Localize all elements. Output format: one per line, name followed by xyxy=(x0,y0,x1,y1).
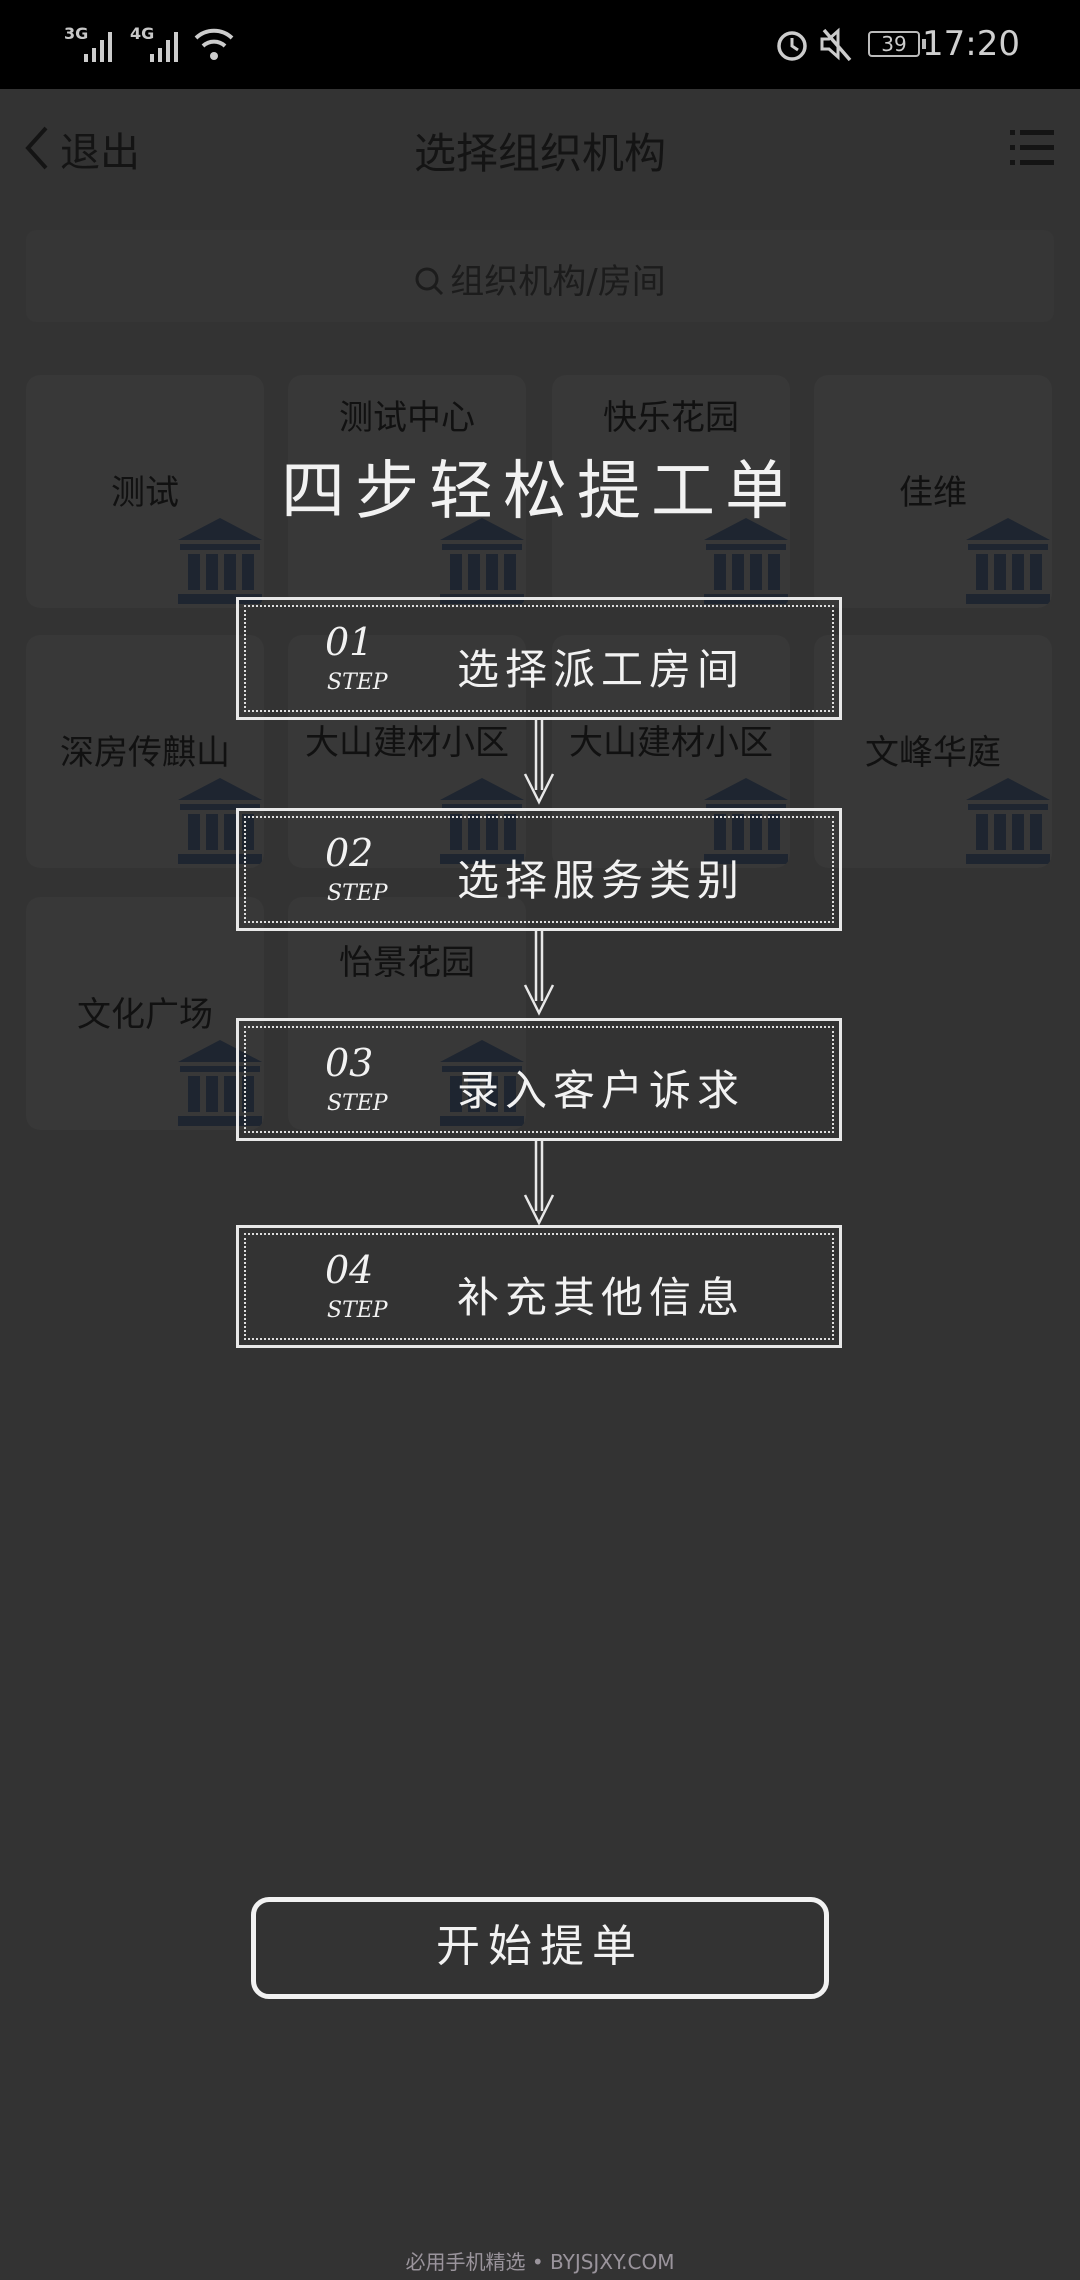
battery-indicator: 39 xyxy=(868,31,926,57)
organization-card[interactable]: 测试 xyxy=(26,375,264,608)
mute-icon xyxy=(820,27,852,62)
arrow-down-icon xyxy=(523,931,555,1016)
organization-name: 测试中心 xyxy=(339,398,475,438)
back-label: 退出 xyxy=(60,130,140,176)
chevron-left-icon xyxy=(25,126,48,170)
organization-card[interactable]: 深房传麒山 xyxy=(26,635,264,868)
signal-3g-label: 3G xyxy=(64,24,89,43)
organization-name: 大山建材小区 xyxy=(569,723,773,763)
step-number: 04 xyxy=(325,1248,374,1292)
organization-name: 怡景花园 xyxy=(339,943,475,983)
organization-name: 快乐花园 xyxy=(603,398,739,438)
organization-card[interactable]: 怡景花园 xyxy=(288,897,526,1130)
signal-4g-label: 4G xyxy=(130,24,155,43)
step-word: STEP xyxy=(327,670,388,695)
organization-card[interactable]: 大山建材小区 xyxy=(552,635,790,868)
search-placeholder: 组织机构/房间 xyxy=(26,254,1054,303)
organization-card[interactable]: 佳维 xyxy=(814,375,1052,608)
bank-building-icon xyxy=(176,776,264,868)
start-order-button[interactable]: 开始提单 xyxy=(251,1897,829,1999)
bank-building-icon xyxy=(702,776,790,868)
search-icon xyxy=(415,267,444,296)
guide-title: 四步轻松提工单 xyxy=(281,455,799,529)
organization-name: 测试 xyxy=(111,473,179,513)
organization-name: 深房传麒山 xyxy=(60,733,230,773)
organization-card[interactable]: 大山建材小区 xyxy=(288,635,526,868)
arrow-down-icon xyxy=(523,1141,555,1226)
step-number: 03 xyxy=(325,1041,374,1085)
watermark-footer: 必用手机精选 • BYJSJXY.COM xyxy=(405,2250,675,2274)
step-text: 补充其他信息 xyxy=(457,1273,746,1322)
alarm-icon xyxy=(777,31,807,61)
step-word: STEP xyxy=(327,1091,388,1116)
organization-name: 文峰华庭 xyxy=(865,733,1001,773)
organization-card[interactable]: 文化广场 xyxy=(26,897,264,1130)
step-number: 01 xyxy=(325,620,374,664)
search-input[interactable]: 组织机构/房间 xyxy=(26,230,1054,322)
signal-icon xyxy=(84,32,112,62)
bank-building-icon xyxy=(964,516,1052,608)
menu-icon[interactable] xyxy=(1010,128,1054,168)
step-text: 选择服务类别 xyxy=(457,856,746,905)
status-bar: 3G 4G 39 17:20 xyxy=(0,0,1080,89)
step-text: 录入客户诉求 xyxy=(457,1066,746,1115)
bank-building-icon xyxy=(176,516,264,608)
wifi-icon xyxy=(194,28,234,60)
arrow-down-icon xyxy=(523,720,555,805)
organization-name: 大山建材小区 xyxy=(305,723,509,763)
page-title: 选择组织机构 xyxy=(413,129,666,178)
organization-name: 佳维 xyxy=(899,473,967,513)
clock: 17:20 xyxy=(922,24,1020,64)
bank-building-icon xyxy=(438,776,526,868)
bank-building-icon xyxy=(964,776,1052,868)
step-text: 选择派工房间 xyxy=(457,645,746,694)
step-word: STEP xyxy=(327,881,388,906)
step-number: 02 xyxy=(325,831,374,875)
bank-building-icon xyxy=(438,1038,526,1130)
signal-icon xyxy=(150,32,178,62)
organization-name: 文化广场 xyxy=(77,995,213,1035)
organization-card[interactable]: 文峰华庭 xyxy=(814,635,1052,868)
step-word: STEP xyxy=(327,1298,388,1323)
